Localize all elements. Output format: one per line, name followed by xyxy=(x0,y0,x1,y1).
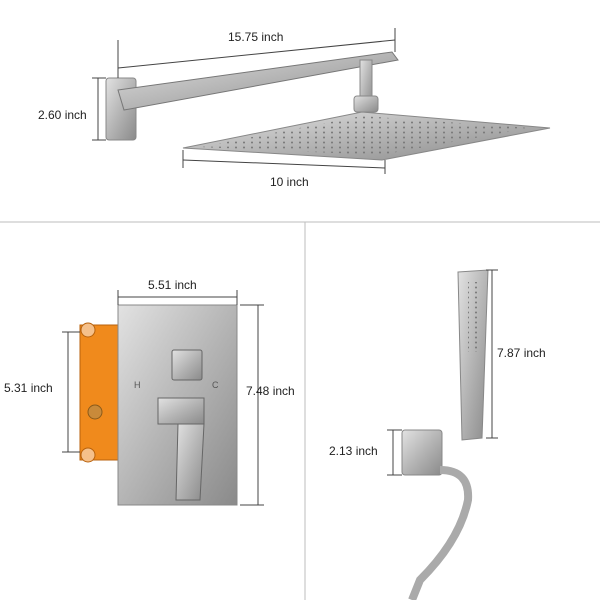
valve-plate-height-label: 7.48 inch xyxy=(246,384,295,398)
shower-arm xyxy=(105,51,399,141)
flange-height-label: 2.60 inch xyxy=(38,108,87,122)
shower-head xyxy=(182,111,551,161)
cold-mark: C xyxy=(212,380,219,390)
valve-width-label: 5.51 inch xyxy=(148,278,197,292)
dimension-lines-valve xyxy=(62,290,264,506)
holder-height-label: 2.13 inch xyxy=(329,444,378,458)
handheld-length-label: 7.87 inch xyxy=(497,346,546,360)
dimension-lines-handheld xyxy=(387,269,498,476)
hot-mark: H xyxy=(134,380,141,390)
arm-length-label: 15.75 inch xyxy=(228,30,284,44)
valve-box-height-label: 5.31 inch xyxy=(4,381,53,395)
hand-shower xyxy=(401,269,489,600)
valve-box xyxy=(79,322,123,463)
valve-trim-plate xyxy=(117,304,238,506)
head-width-label: 10 inch xyxy=(270,175,309,189)
dimension-lines-top xyxy=(92,28,396,174)
